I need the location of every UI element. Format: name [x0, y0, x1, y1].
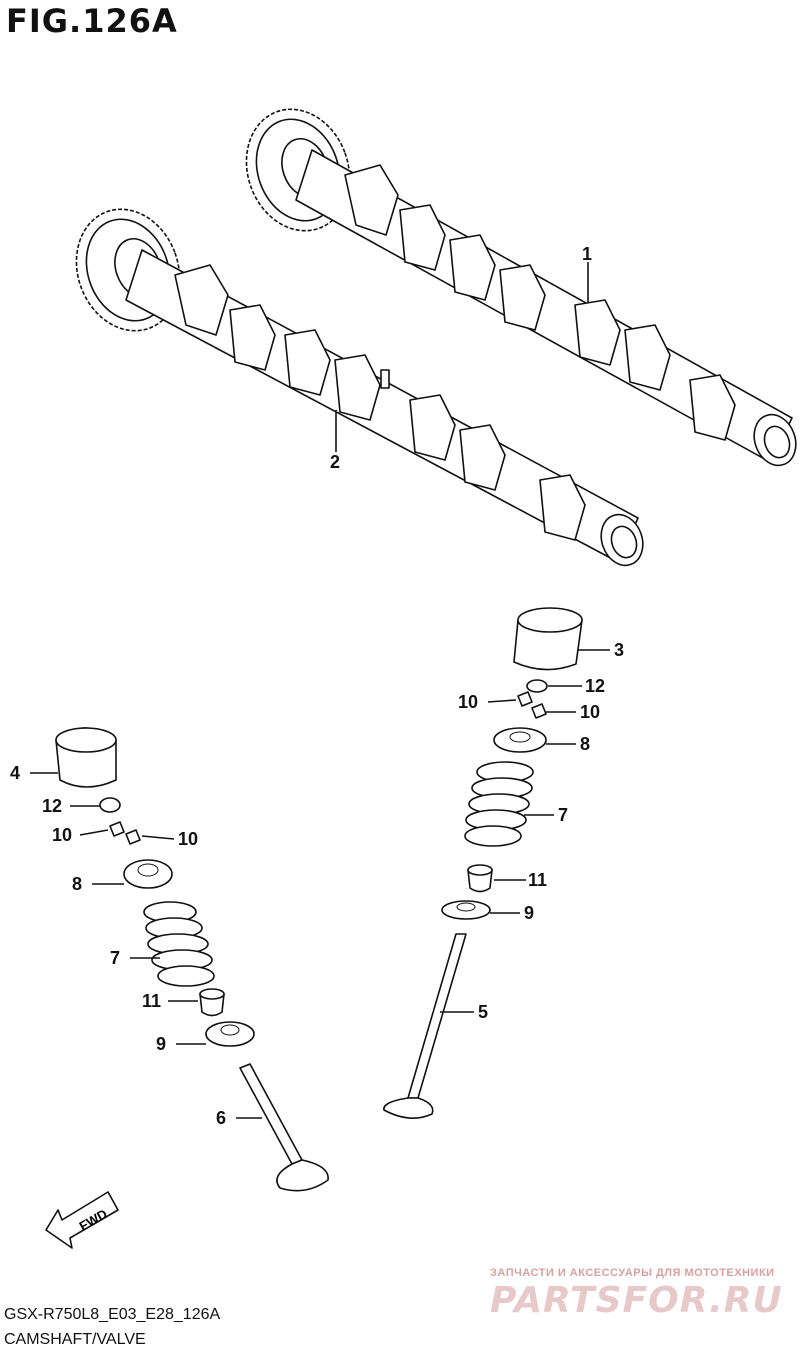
callout-9-right: 9: [524, 903, 534, 923]
callout-12-left: 12: [42, 796, 62, 816]
seal-11-right[interactable]: [467, 864, 493, 893]
callout-7-right: 7: [558, 805, 568, 825]
callout-6: 6: [216, 1108, 226, 1128]
callout-11-right: 11: [528, 870, 547, 890]
figure-title: FIG.126A: [6, 2, 178, 40]
callout-5: 5: [478, 1002, 488, 1022]
spring-7-left[interactable]: [143, 901, 215, 987]
camshaft-1[interactable]: [230, 95, 800, 472]
retainer-8-right[interactable]: [493, 727, 547, 753]
shim-12-right[interactable]: [526, 679, 548, 693]
model-code: GSX-R750L8_E03_E28_126A: [4, 1306, 221, 1323]
retainer-8-left[interactable]: [123, 859, 173, 889]
callout-3: 3: [614, 640, 624, 660]
callout-9-left: 9: [156, 1034, 166, 1054]
callout-4: 4: [10, 763, 20, 783]
valve-6[interactable]: [239, 1063, 329, 1192]
callout-7-left: 7: [110, 948, 120, 968]
callout-10-left-b: 10: [178, 829, 198, 849]
seal-11-left[interactable]: [199, 988, 225, 1017]
cotter-10-right-a[interactable]: [517, 691, 533, 707]
spring-7-right[interactable]: [464, 761, 534, 847]
callout-8-right: 8: [580, 734, 590, 754]
seat-9-right[interactable]: [441, 900, 491, 920]
cotter-10-right-b[interactable]: [531, 703, 547, 719]
watermark-tagline: ЗАПЧАСТИ И АКСЕССУАРЫ ДЛЯ МОТОТЕХНИКИ: [490, 1267, 775, 1279]
callout-10-right-b: 10: [580, 702, 600, 722]
camshaft-2[interactable]: [60, 195, 650, 572]
callout-1: 1: [582, 244, 592, 264]
shim-12-left[interactable]: [99, 797, 121, 813]
callout-2: 2: [330, 452, 340, 472]
tappet-4[interactable]: [55, 727, 117, 788]
seat-9-left[interactable]: [205, 1021, 255, 1047]
callout-8-left: 8: [72, 874, 82, 894]
cotter-10-left-b[interactable]: [125, 829, 141, 845]
tappet-3[interactable]: [513, 607, 583, 671]
section-name: CAMSHAFT/VALVE: [4, 1331, 146, 1348]
valve-5[interactable]: [383, 933, 467, 1119]
fwd-arrow-icon: FWD: [45, 1191, 119, 1249]
callout-12-right: 12: [585, 676, 605, 696]
callout-10-left-a: 10: [52, 825, 72, 845]
watermark-logo: PARTSFOR.RU: [490, 1280, 783, 1321]
callout-10-right-a: 10: [458, 692, 478, 712]
callout-11-left: 11: [142, 991, 161, 1011]
cotter-10-left-a[interactable]: [109, 821, 125, 837]
